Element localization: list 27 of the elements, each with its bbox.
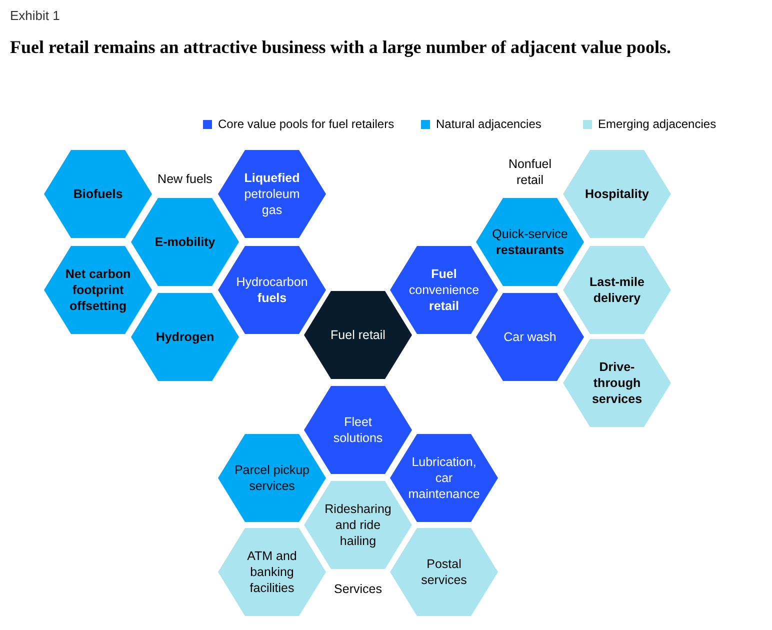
hexagon-label: Net carbon footprint offsetting xyxy=(64,266,132,314)
hexagon-label: Drive-through services xyxy=(590,359,644,407)
exhibit-number: Exhibit 1 xyxy=(10,8,61,24)
hexagon-label: Lubrication, car maintenance xyxy=(407,454,481,502)
legend-label: Core value pools for fuel retailers xyxy=(218,117,394,131)
hexagon-label: Parcel pickup services xyxy=(234,462,310,494)
legend-label: Emerging adjacencies xyxy=(598,117,716,131)
hexagon-label: Hospitality xyxy=(585,186,649,202)
hexagon-label: Quick-service restaurants xyxy=(492,226,568,258)
hexagon-label: Last-mile delivery xyxy=(588,274,646,306)
hexagon-label: Fleet solutions xyxy=(332,414,384,446)
hexagon-label: ATM and banking facilities xyxy=(246,548,298,596)
title: Fuel retail remains an attractive business with a large number of adjacent value pools. xyxy=(10,36,672,59)
group-label: Services xyxy=(333,581,383,597)
hexagon-label: E-mobility xyxy=(154,234,216,250)
hexagon-label: Car wash xyxy=(504,329,556,345)
hexagon-label: Biofuels xyxy=(73,186,123,202)
hexagon-label: Ridesharing and ride hailing xyxy=(324,501,392,549)
hexagon-label: Fuel convenience retail xyxy=(408,266,480,314)
group-label: Nonfuel retail xyxy=(507,156,553,188)
group-label: New fuels xyxy=(156,171,214,187)
legend-label: Natural adjacencies xyxy=(436,117,542,131)
hexagon-label: Postal services xyxy=(420,556,468,588)
hexagon-label: Liquefied petroleum gas xyxy=(243,170,301,218)
hexagon-label: Hydrocarbon fuels xyxy=(235,274,309,306)
hexagon-label: Fuel retail xyxy=(330,327,386,343)
hexagon-label: Hydrogen xyxy=(156,329,214,345)
